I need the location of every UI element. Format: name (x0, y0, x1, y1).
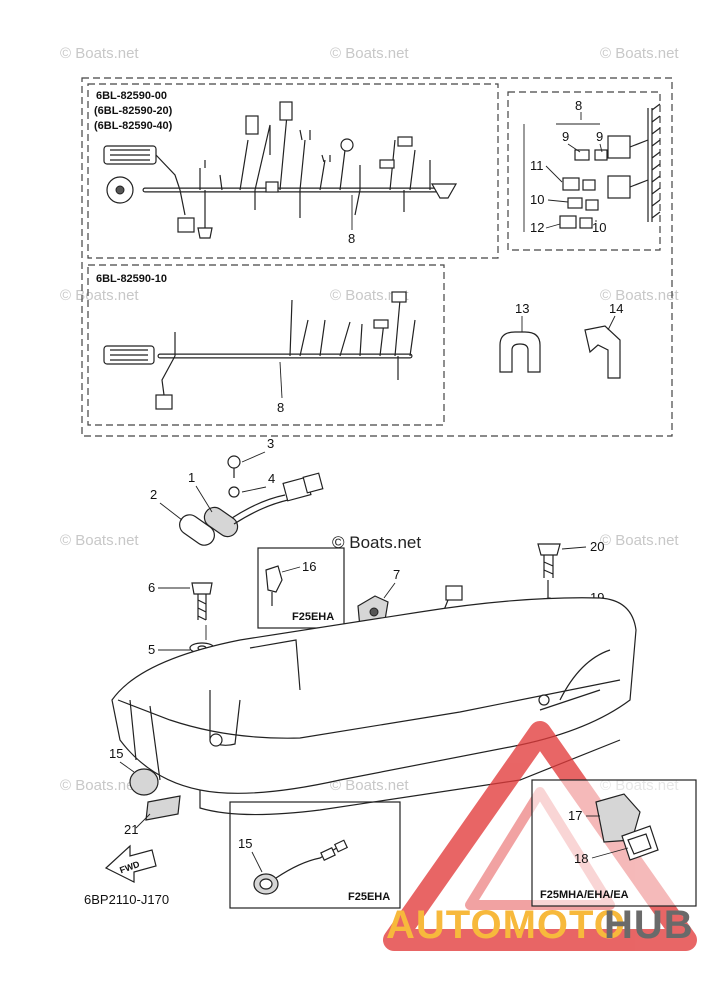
callout-5: 5 (148, 642, 155, 657)
watermark-text: © Boats.net (600, 287, 679, 304)
plug-15 (129, 768, 159, 796)
callout-15: 15 (109, 746, 123, 761)
harness-box-2 (87, 264, 445, 426)
watermark-text: © Boats.net (60, 777, 139, 794)
callout-9: 9 (596, 129, 603, 144)
callout-20: 20 (590, 539, 604, 554)
harness-code: 6BL-82590-10 (96, 273, 167, 285)
callout-4: 4 (268, 471, 275, 486)
callout-7: 7 (393, 567, 400, 582)
callout-8: 8 (277, 400, 284, 415)
callout-18: 18 (574, 851, 588, 866)
rectifier-17-inset (595, 793, 659, 861)
switch-15 (253, 839, 349, 895)
callout-21: 21 (124, 822, 138, 837)
callout-3: 3 (267, 436, 274, 451)
callout-13: 13 (515, 301, 529, 316)
grommet-assembly (179, 455, 324, 546)
connector-detail (559, 103, 661, 229)
brand-text-part1: AUTOMOTO (386, 903, 626, 947)
diagram-code: 6BP2110-J170 (84, 892, 169, 907)
clamp-13 (499, 331, 541, 373)
watermark-text: © Boats.net (330, 287, 409, 304)
wire-harness-2 (103, 291, 416, 410)
watermark-text: © Boats.net (60, 45, 139, 62)
wire-harness-1 (103, 101, 458, 239)
callout-16: 16 (302, 559, 316, 574)
callout-9: 9 (562, 129, 569, 144)
callout-17: 17 (568, 808, 582, 823)
callout-12: 12 (530, 220, 544, 235)
watermark-text: © Boats.net (330, 45, 409, 62)
inset-label: F25EHA (348, 891, 390, 903)
harness-group-box (81, 77, 673, 437)
inset-label: F25MHA/EHA/EA (540, 889, 629, 901)
harness-code: (6BL-82590-20) (94, 105, 173, 117)
connector-detail-box (507, 91, 661, 251)
callout-8: 8 (348, 231, 355, 246)
watermark-text: © Boats.net (60, 532, 139, 549)
bracket-16 (265, 565, 283, 606)
brand-text-part2: HUB (604, 903, 694, 947)
bottom-cowling (111, 597, 637, 816)
callout-10: 10 (592, 220, 606, 235)
callout-15: 15 (238, 836, 252, 851)
watermark-text: © Boats.net (330, 777, 409, 794)
callout-8: 8 (575, 98, 582, 113)
clamp-14 (584, 325, 621, 379)
callout-1: 1 (188, 470, 195, 485)
switch-inset-box (229, 801, 401, 909)
fwd-arrow: FWD (104, 844, 157, 883)
callout-10: 10 (530, 192, 544, 207)
label-21 (145, 795, 181, 821)
watermark-text: © Boats.net (600, 45, 679, 62)
callout-11: 11 (530, 158, 544, 173)
watermark-text: © Boats.net (600, 532, 679, 549)
watermark-text: © Boats.net (60, 287, 139, 304)
harness-code: (6BL-82590-40) (94, 120, 173, 132)
brand-wordmark: AUTOMOTO HUB (386, 903, 694, 947)
inset-label: F25EHA (292, 611, 334, 623)
callout-2: 2 (150, 487, 157, 502)
callout-6: 6 (148, 580, 155, 595)
center-watermark: © Boats.net (332, 533, 421, 552)
bolt-20 (537, 543, 561, 578)
bolt-6 (191, 582, 213, 621)
harness-code: 6BL-82590-00 (96, 90, 167, 102)
callout-14: 14 (609, 301, 623, 316)
harness-box-1 (87, 83, 499, 259)
bracket-inset-box (257, 547, 345, 629)
